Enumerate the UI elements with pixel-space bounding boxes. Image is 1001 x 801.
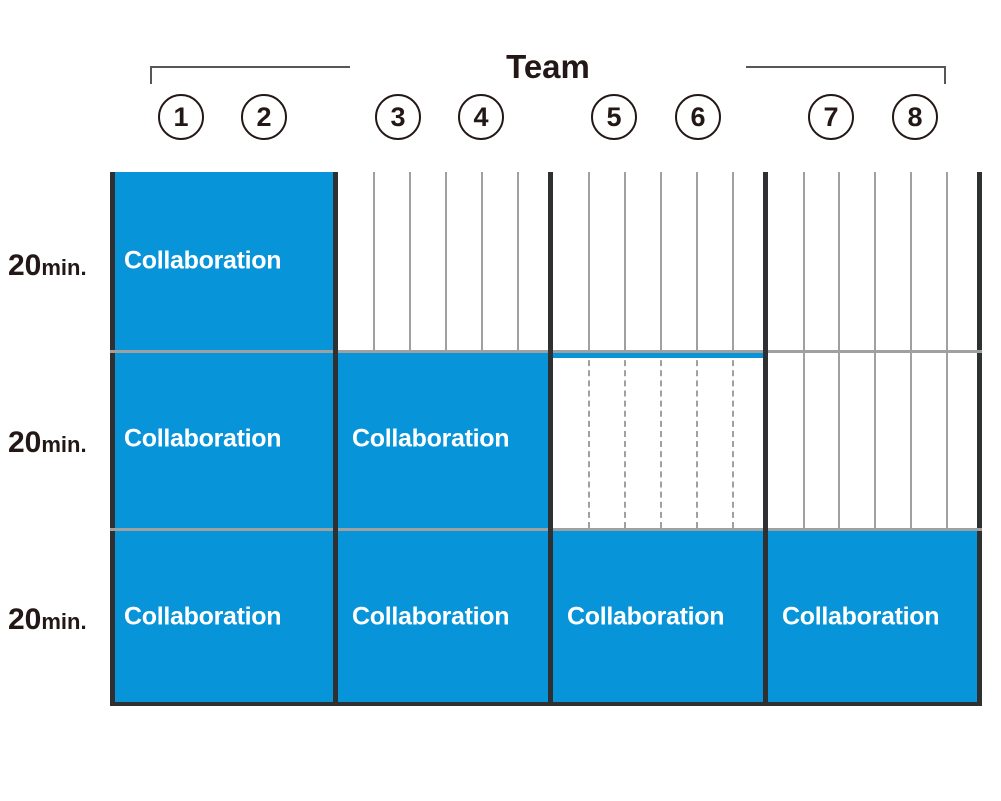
bracket-right-tick [944,66,946,84]
gridline [660,172,662,350]
row-label-2: 20min. [8,426,104,460]
gridline [373,172,375,350]
group-divider-3 [763,172,768,706]
cell-g4-r2-gridlines [768,350,982,528]
cell-g3-r1-gridlines [553,172,768,350]
gridline [874,172,876,350]
team-circle-3[interactable]: 3 [375,94,421,140]
team-circle-5[interactable]: 5 [591,94,637,140]
team-bracket: Team [150,50,946,84]
group-divider-1 [333,172,338,706]
cell-g1-r1-label: Collaboration [124,246,282,275]
row-label-1-value: 20 [8,249,42,282]
team-circle-1[interactable]: 1 [158,94,204,140]
cell-g4-r1-gridlines [768,172,982,350]
group-teams-1-2: Collaboration Collaboration Collaboratio… [110,172,333,706]
bracket-left-tick [150,66,152,84]
cell-g2-r3-label: Collaboration [352,602,510,631]
row-label-3-unit: min. [41,609,87,634]
team-circle-4[interactable]: 4 [458,94,504,140]
gridline [910,172,912,350]
row-label-2-unit: min. [41,432,87,457]
gridline [445,172,447,350]
cell-g3-r3-label: Collaboration [567,602,725,631]
row-label-3: 20min. [8,603,104,637]
gridline [696,172,698,350]
gridline [588,172,590,350]
row-separator-1 [110,350,982,353]
team-circle-8[interactable]: 8 [892,94,938,140]
grid-outer-frame [110,172,982,706]
row-label-1-unit: min. [41,255,87,280]
team-circle-3-label: 3 [390,101,406,132]
cell-g1-r3-label: Collaboration [124,602,282,631]
gridline [838,172,840,350]
team-circle-2[interactable]: 2 [241,94,287,140]
bracket-right-line [746,66,946,68]
cell-g4-r3-label: Collaboration [782,602,940,631]
team-bracket-label: Team [506,48,590,85]
group-teams-5-6: Collaboration [553,172,768,706]
gridline [803,350,805,528]
gridline-dashed [696,350,698,528]
gridline [624,172,626,350]
cell-g2-r2[interactable]: Collaboration [338,350,553,528]
gridline [910,350,912,528]
gridline [517,172,519,350]
team-circle-6[interactable]: 6 [675,94,721,140]
cell-g4-r2[interactable] [768,350,982,528]
cell-g1-r2-label: Collaboration [124,424,282,453]
row-label-2-value: 20 [8,426,42,459]
team-circle-8-label: 8 [907,101,923,132]
cell-g3-r3[interactable]: Collaboration [553,528,768,706]
cell-g3-r2-partial-fill-band [553,350,768,358]
bracket-left-line [150,66,350,68]
gridline [481,172,483,350]
cell-g1-r1[interactable]: Collaboration [110,172,333,350]
team-circle-6-label: 6 [690,101,706,132]
row-separator-2 [110,528,982,531]
team-circle-7[interactable]: 7 [808,94,854,140]
gridline [946,172,948,350]
cell-g3-r2-gridlines [553,350,768,528]
gridline-dashed [588,350,590,528]
group-divider-2 [548,172,553,706]
gridline [732,172,734,350]
cell-g3-r1[interactable] [553,172,768,350]
gridline [838,350,840,528]
cell-g4-r1[interactable] [768,172,982,350]
team-circle-2-label: 2 [256,101,272,132]
team-circle-7-label: 7 [823,101,839,132]
team-circle-4-label: 4 [473,101,489,132]
gridline-dashed [732,350,734,528]
group-teams-3-4: Collaboration Collaboration [338,172,553,706]
row-label-1: 20min. [8,249,104,283]
row-label-3-value: 20 [8,603,42,636]
cell-g1-r3[interactable]: Collaboration [110,528,333,706]
grid-bottom-border [110,702,982,706]
gridline [409,172,411,350]
gridline [803,172,805,350]
gridline [874,350,876,528]
cell-g2-r1-gridlines [338,172,553,350]
cell-g1-r2[interactable]: Collaboration [110,350,333,528]
cell-g2-r2-label: Collaboration [352,424,510,453]
group-teams-7-8: Collaboration [768,172,982,706]
gridline-dashed [624,350,626,528]
cell-g2-r3[interactable]: Collaboration [338,528,553,706]
cell-g2-r1[interactable] [338,172,553,350]
schedule-grid: Collaboration Collaboration Collaboratio… [110,172,982,706]
cell-g3-r2[interactable] [553,350,768,528]
gridline [946,350,948,528]
team-circle-5-label: 5 [606,101,622,132]
cell-g4-r3[interactable]: Collaboration [768,528,982,706]
gridline-dashed [660,350,662,528]
team-circle-1-label: 1 [173,101,189,132]
